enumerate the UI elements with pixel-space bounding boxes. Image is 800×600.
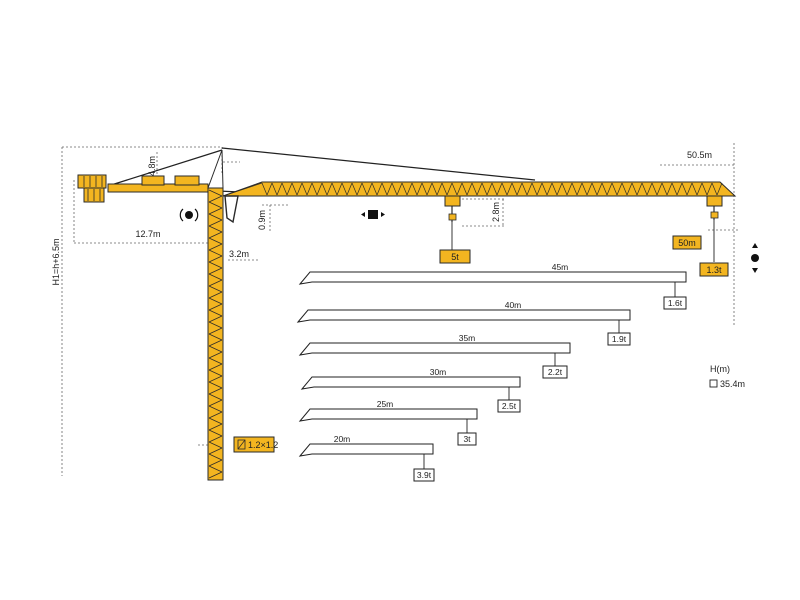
jib-drop-label: 0.9m [257,210,267,230]
jib-option-bar [298,342,571,356]
jib-option-bar [296,309,631,323]
jib-option-bar [300,376,521,390]
jib-length-options: 45m 1.6t 40m 1.9t 35m 2.2t 30m 2.5t 25m 3t 20m 3.9t [296,262,687,482]
jib-option-tip-load: 2.2t [548,367,563,377]
trolley-drop-label: 2.8m [491,202,501,222]
height-value: 35.4m [720,379,745,389]
total-height-label: H1=h+6.5m [51,238,61,285]
tower-mast [207,149,224,481]
jib-option-40m: 40m 1.9t [296,300,631,346]
dimension-lines [61,143,738,476]
jib-option-length: 25m [377,399,394,409]
tower-section-value: 1.2×1.2 [248,440,278,450]
jib-option-load-tag [542,365,568,379]
height-label: H(m) [710,364,730,374]
jib-option-load-tag [457,432,477,446]
jib-option-length: 40m [505,300,522,310]
jib-option-load-tag [497,399,521,413]
jib-option-load-tag [413,468,435,482]
tower-section-tag: 1.2×1.2 [233,436,278,453]
jib-option-45m: 45m 1.6t [298,262,687,310]
jib-option-tip-load: 2.5t [502,401,517,411]
jib-option-length: 35m [459,333,476,343]
jib-option-tip-load: 3t [463,434,471,444]
tower-top-offset-label: 3.2m [229,249,249,259]
max-load-tag: 5t [439,249,471,264]
max-load-value: 5t [451,252,459,262]
jib-option-bar [298,408,478,422]
slewing-icon [179,208,199,222]
jib-option-tip-load: 3.9t [417,470,432,480]
trolley-travel-icon [361,210,385,219]
height-square-icon [709,379,718,388]
trolley-mid [444,195,461,222]
jib-option-load-tag [607,332,631,346]
tip-load-tag: 1.3t [699,262,729,277]
jib [222,181,737,224]
jib-option-length: 45m [552,262,569,272]
cab-height-label: 4.8m [147,156,157,176]
max-radius-label: 50.5m [687,150,712,160]
jib-option-bar [298,443,434,457]
jib-option-bar [298,271,687,285]
jib-option-tip-load: 1.6t [668,298,683,308]
trolley-tip [706,195,723,220]
tip-radius-tag: 50m [672,235,702,250]
hoisting-icon [751,243,759,273]
jib-option-25m: 25m 3t [298,399,478,446]
tip-radius-value: 50m [678,238,696,248]
counter-jib [77,174,209,203]
jib-option-load-tag [663,296,687,310]
jib-option-length: 20m [334,434,351,444]
jib-option-tip-load: 1.9t [612,334,627,344]
jib-option-30m: 30m 2.5t [300,367,521,413]
jib-option-length: 30m [430,367,447,377]
jib-option-20m: 20m 3.9t [298,434,435,482]
jib-option-35m: 35m 2.2t [298,333,571,379]
counter-jib-length-label: 12.7m [135,229,160,239]
tip-load-value: 1.3t [706,265,722,275]
